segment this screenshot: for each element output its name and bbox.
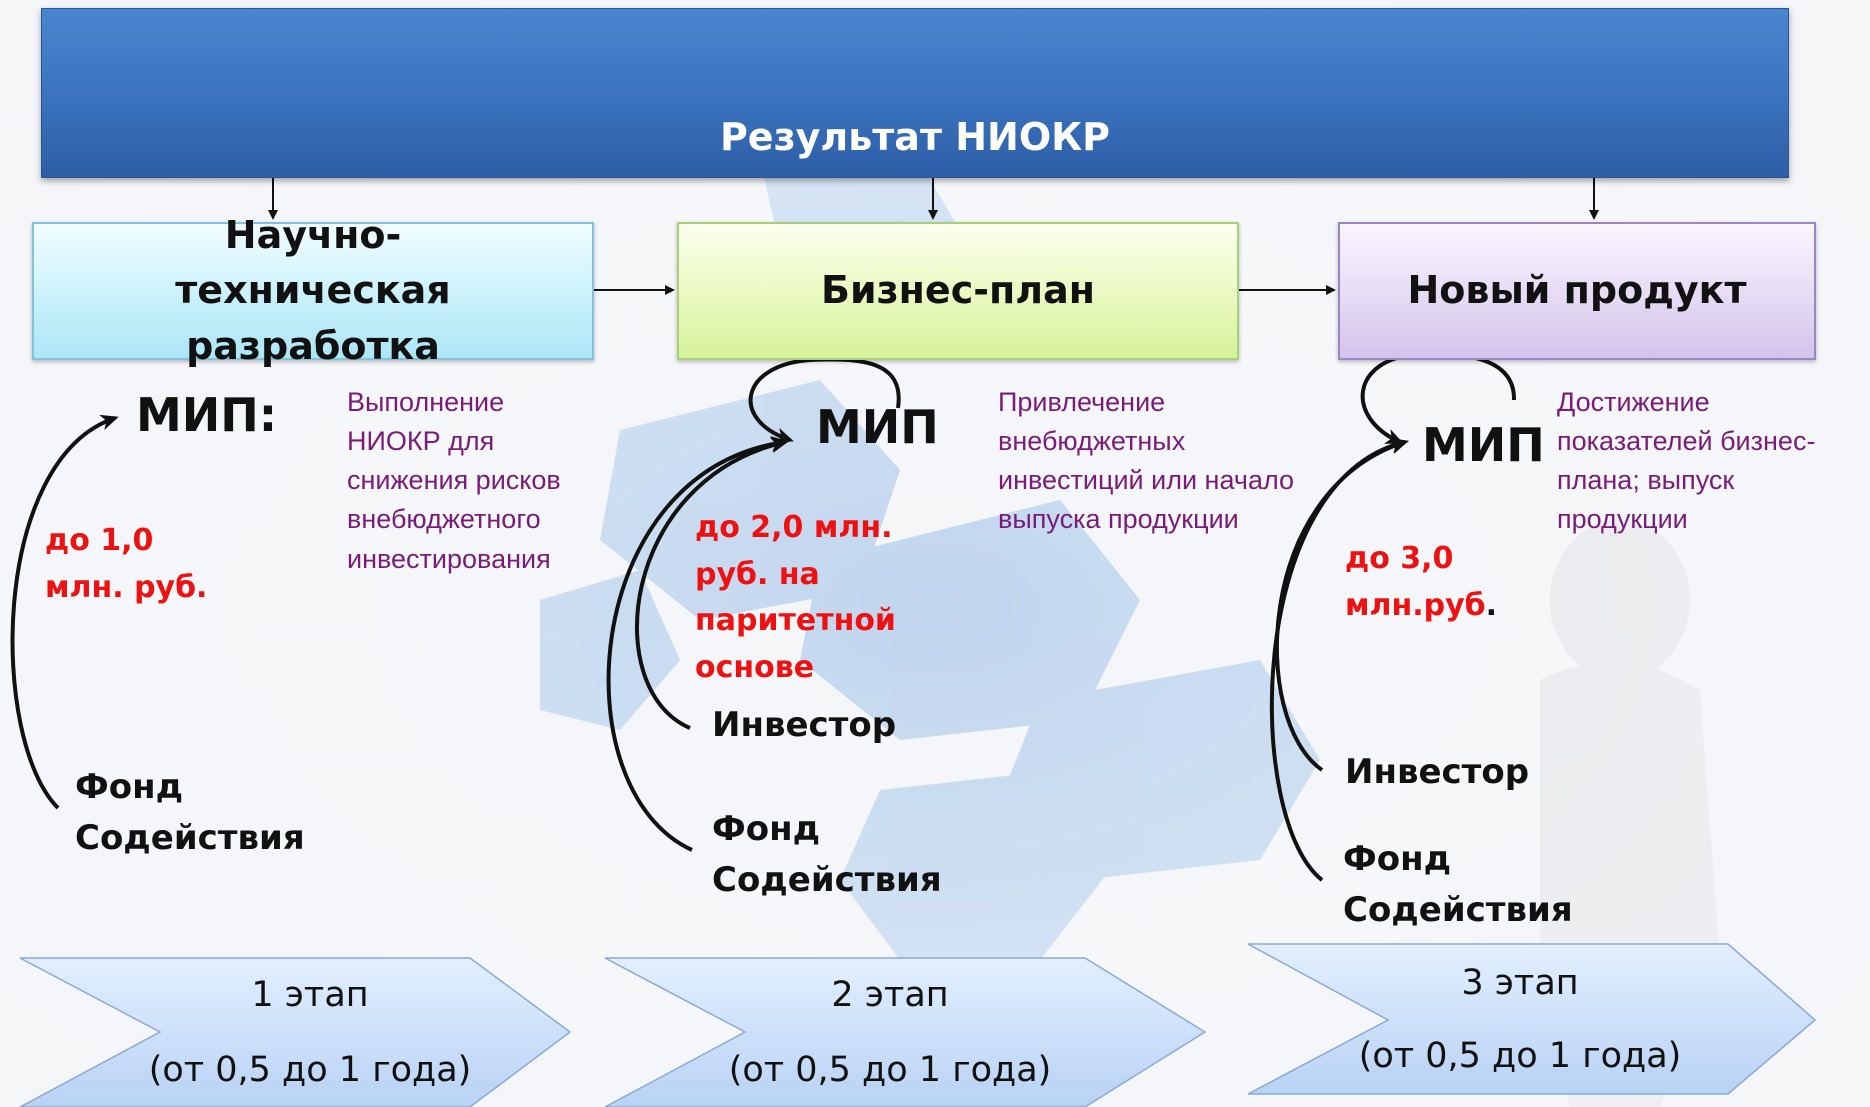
source-investor-3: Инвестор xyxy=(1345,752,1530,792)
mip-label-2: МИП xyxy=(816,400,939,454)
stage-label-3: 3 этап xyxy=(1461,963,1579,1003)
stage-box-new-product: Новый продукт xyxy=(1338,222,1816,360)
box-label-1: Научно-техническая разработка xyxy=(175,213,451,368)
source-fund-1: Фонд Содействия xyxy=(75,767,305,858)
result-banner: Результат НИОКР xyxy=(41,8,1789,178)
stage-label-1: 1 этап xyxy=(251,975,369,1015)
source-fund-3: Фонд Содействия xyxy=(1343,839,1573,930)
funding-2: до 2,0 млн. руб. на паритетной основе xyxy=(695,510,896,685)
curved-arrow-fund-to-mip-3 xyxy=(1269,437,1409,882)
funding-3-period: . xyxy=(1485,587,1498,623)
description-3: Достижение показателей бизнес-плана; вып… xyxy=(1557,387,1816,535)
mip-label-3: МИП xyxy=(1422,418,1545,472)
stage-duration-2: (от 0,5 до 1 года) xyxy=(728,1050,1052,1090)
mip-label-1: МИП: xyxy=(136,388,278,442)
stage-chevron-1 xyxy=(19,957,572,1107)
description-2: Привлечение внебюджетных инвестиций или … xyxy=(998,387,1295,535)
funding-3-text: до 3,0 млн.руб xyxy=(1345,541,1486,623)
description-1: Выполнение НИОКР для снижения рисков вне… xyxy=(347,387,561,574)
curved-arrow-fund-to-mip-1 xyxy=(10,414,119,810)
stage-duration-1: (от 0,5 до 1 года) xyxy=(148,1050,472,1090)
curved-arrow-fund-to-mip-2 xyxy=(606,435,789,852)
funding-3: до 3,0 млн.руб. xyxy=(1345,536,1545,629)
stage-chevron-3 xyxy=(1247,943,1817,1095)
stage-duration-3: (от 0,5 до 1 года) xyxy=(1358,1036,1682,1076)
curved-arrow-investor-to-mip-2 xyxy=(635,437,789,730)
loop-arrow-mip-2 xyxy=(748,357,901,444)
box-label-3: Новый продукт xyxy=(1407,268,1747,313)
funding-1: до 1,0 млн. руб. xyxy=(45,523,208,605)
stage-chevron-2 xyxy=(604,957,1207,1107)
box-label-2: Бизнес-план xyxy=(821,268,1095,313)
stage-box-business-plan: Бизнес-план xyxy=(677,222,1239,360)
source-investor-2: Инвестор xyxy=(712,705,897,745)
banner-title: Результат НИОКР xyxy=(719,115,1111,159)
stage-label-2: 2 этап xyxy=(831,975,949,1015)
stage-box-research: Научно-техническая разработка xyxy=(32,213,594,368)
source-fund-2: Фонд Содействия xyxy=(712,809,942,900)
